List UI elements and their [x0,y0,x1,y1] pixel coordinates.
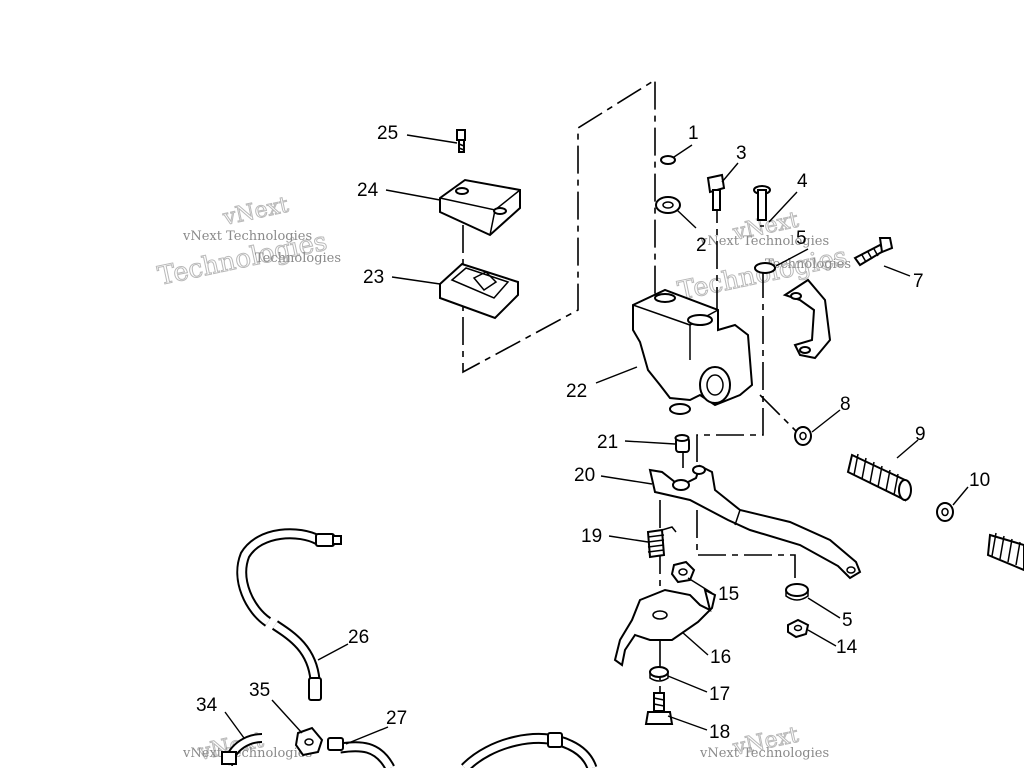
switch-bracket-16 [613,588,717,667]
banjo-bolt-34 [221,733,263,767]
screw-7 [853,237,894,267]
callout-15: 15 [718,584,739,605]
bolt-3 [706,173,726,211]
callout-34: 34 [196,695,218,716]
washer-1 [660,155,676,165]
callout-22: 22 [566,381,587,402]
callout-7: 7 [913,271,924,292]
callout-9: 9 [915,424,926,445]
callout-10: 10 [969,470,990,491]
handlebar-clamp [782,278,832,360]
brake-lever-20 [648,464,862,580]
grommet-2 [655,196,681,214]
callout-16: 16 [710,647,731,668]
reservoir-screw [456,129,466,153]
callout-23: 23 [363,267,384,288]
pin-4 [753,185,771,227]
spring-19 [646,526,677,559]
watermark-left: vNext Technologies vNext Technologies Te… [155,192,341,292]
watermark-line: vNext Technologies [182,229,312,244]
callout-4: 4 [797,171,808,192]
callout-20: 20 [574,465,595,486]
leader-lines [224,134,969,745]
callout-24: 24 [357,180,379,201]
watermark-line-2: Technologies [255,251,341,266]
callout-19: 19 [581,526,602,547]
watermark-line: vNext Technologies [699,746,829,761]
washer-5-upper [754,262,776,274]
callout-26: 26 [348,627,369,648]
watermark-line: vNext Technologies [182,746,312,761]
spring-partial [986,532,1024,572]
callout-35: 35 [249,680,270,701]
spring-9 [846,453,912,502]
reservoir-cover [439,178,521,237]
callout-2: 2 [696,235,707,256]
callout-5-upper: 5 [796,228,807,249]
washer-10 [936,502,954,522]
washer-8 [794,426,812,446]
nut-17 [649,666,669,682]
callout-27: 27 [386,708,407,729]
brake-hose-27 [327,737,395,768]
watermark-bottom-left: vNext vNext Technologies [182,727,312,766]
hose-fitting-35 [294,726,324,757]
callout-21: 21 [597,432,618,453]
nut-14 [787,618,810,639]
callout-18: 18 [709,722,730,743]
brake-hose-26 [236,528,342,701]
watermark-brand: vNext [220,193,291,231]
callout-8: 8 [840,394,851,415]
bushing-21 [674,434,690,453]
callout-labels: 25 24 23 22 1 2 3 4 5 7 8 9 10 21 20 19 … [196,123,990,743]
watermark-line: vNext Technologies [699,234,829,249]
master-cylinder-body [632,288,754,415]
callout-25: 25 [377,123,398,144]
washer-5-lower [785,583,809,601]
callout-14: 14 [836,637,858,658]
brake-hose-lower [461,732,598,768]
screw-18 [644,692,674,725]
callout-1: 1 [688,123,699,144]
callout-5-lower: 5 [842,610,853,631]
callout-3: 3 [736,143,747,164]
assembly-lines [462,78,801,720]
callout-17: 17 [709,684,730,705]
reservoir-diaphragm [439,262,519,320]
